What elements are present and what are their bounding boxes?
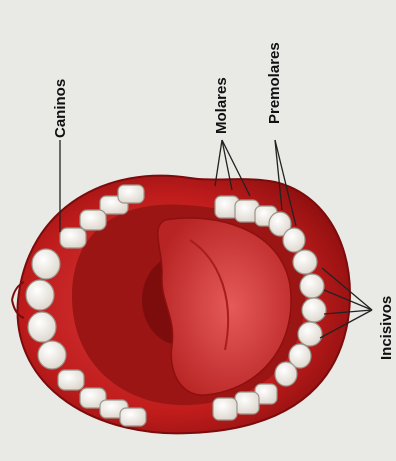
tooth xyxy=(80,210,106,230)
tooth xyxy=(300,274,324,298)
tooth xyxy=(213,398,237,420)
tooth xyxy=(32,249,60,279)
tooth xyxy=(60,228,86,248)
label-incisivos: Incisivos xyxy=(378,296,395,360)
tooth xyxy=(275,362,297,386)
tooth xyxy=(283,228,305,252)
label-molares: Molares xyxy=(213,77,230,134)
tooth xyxy=(302,298,326,322)
tooth xyxy=(293,250,317,274)
label-caninos: Caninos xyxy=(52,79,69,138)
label-premolares: Premolares xyxy=(266,42,283,124)
tooth xyxy=(38,341,66,369)
tooth xyxy=(120,408,146,426)
tooth xyxy=(26,280,54,310)
tooth xyxy=(235,392,259,414)
tooth xyxy=(28,312,56,342)
tooth xyxy=(118,185,144,203)
tooth xyxy=(298,322,322,346)
tooth xyxy=(58,370,84,390)
